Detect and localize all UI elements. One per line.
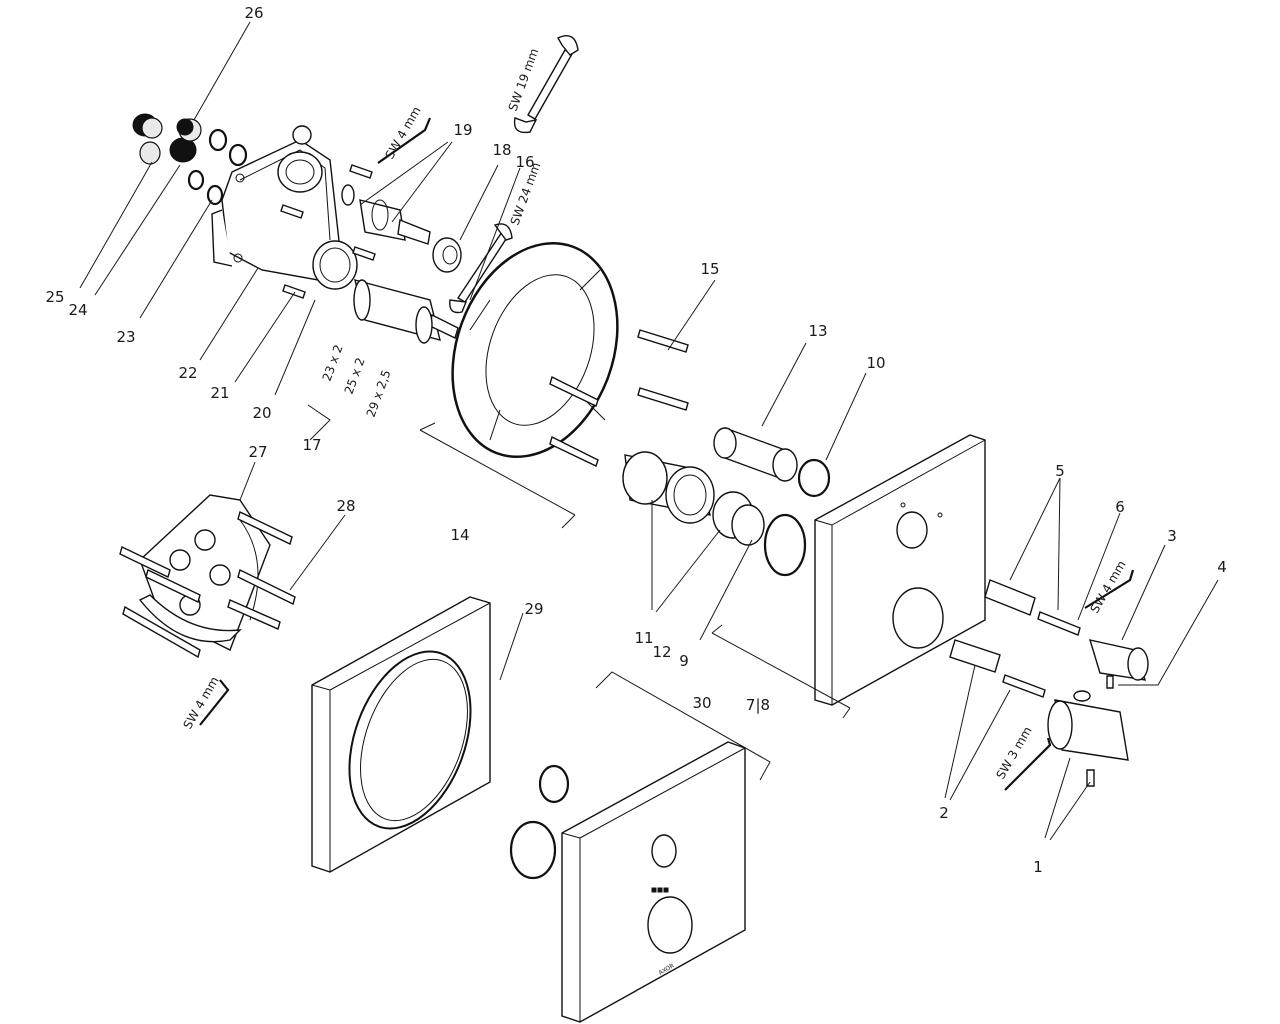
tool-label-sw3: SW 3 mm bbox=[993, 724, 1034, 781]
label-30: 30 bbox=[692, 694, 711, 712]
check-valves bbox=[132, 113, 202, 165]
label-28: 28 bbox=[336, 497, 355, 515]
tool-label-sw4-top: SW 4 mm bbox=[382, 104, 423, 161]
label-21: 21 bbox=[210, 384, 229, 402]
handle-3 bbox=[1088, 639, 1149, 681]
o-rings-cluster bbox=[187, 128, 248, 206]
o-ring-size-25: 25 x 2 bbox=[342, 356, 368, 396]
screws-15 bbox=[549, 329, 689, 467]
label-14: 14 bbox=[450, 526, 469, 544]
label-5: 5 bbox=[1055, 462, 1065, 480]
label-3: 3 bbox=[1167, 527, 1177, 545]
o-ring-30a bbox=[538, 764, 570, 804]
label-1: 1 bbox=[1033, 858, 1043, 876]
label-27: 27 bbox=[248, 443, 267, 461]
tool-label-sw4-right: SW 4 mm bbox=[1087, 558, 1128, 615]
screw-6 bbox=[1002, 611, 1081, 698]
body-screws bbox=[280, 164, 376, 299]
screws-28 bbox=[119, 511, 296, 659]
allen-key-sw3 bbox=[1004, 737, 1052, 791]
label-20: 20 bbox=[252, 404, 271, 422]
label-9: 9 bbox=[679, 652, 689, 670]
label-15: 15 bbox=[700, 260, 719, 278]
o-ring-10 bbox=[797, 458, 831, 498]
thermostat-cartridge bbox=[353, 279, 459, 344]
cover-plate-7-8 bbox=[814, 434, 986, 706]
allen-key-left bbox=[199, 679, 230, 726]
label-17: 17 bbox=[302, 436, 321, 454]
mounting-ring bbox=[451, 241, 619, 459]
label-24: 24 bbox=[68, 301, 87, 319]
label-25: 25 bbox=[45, 288, 64, 306]
label-19: 19 bbox=[453, 121, 472, 139]
o-ring-size-labels: 23 x 2 25 x 2 29 x 2,5 bbox=[320, 343, 394, 419]
label-26: 26 bbox=[244, 4, 263, 22]
part-labels: 26 25 24 23 22 21 20 17 19 18 16 15 13 1… bbox=[45, 4, 1226, 876]
plate-29 bbox=[311, 596, 491, 873]
o-ring-30b bbox=[509, 820, 557, 880]
label-2: 2 bbox=[939, 804, 949, 822]
o-ring-size-23: 23 x 2 bbox=[320, 343, 346, 383]
wrench-sw19 bbox=[513, 35, 579, 134]
allen-key-top bbox=[377, 117, 432, 164]
label-7-8: 7|8 bbox=[746, 696, 770, 714]
handle-1 bbox=[1047, 690, 1129, 761]
grub-screw-1 bbox=[1086, 769, 1095, 787]
cartridge-19 bbox=[359, 199, 431, 245]
plate-30 bbox=[561, 741, 746, 1023]
o-ring-size-29: 29 x 2,5 bbox=[364, 368, 394, 419]
grub-screw-4 bbox=[1106, 675, 1114, 689]
adapter-12 bbox=[712, 491, 765, 546]
allen-key-right bbox=[1084, 569, 1135, 609]
label-16: 16 bbox=[515, 153, 534, 171]
label-10: 10 bbox=[866, 354, 885, 372]
leader-lines bbox=[79, 21, 1219, 841]
label-6: 6 bbox=[1115, 498, 1125, 516]
label-11: 11 bbox=[634, 629, 653, 647]
sleeve-13 bbox=[713, 426, 798, 482]
label-18: 18 bbox=[492, 141, 511, 159]
sleeve-11 bbox=[622, 451, 715, 524]
tool-label-sw24: SW 24 mm bbox=[508, 160, 544, 227]
label-4: 4 bbox=[1217, 558, 1227, 576]
o-ring-9 bbox=[763, 513, 807, 577]
nut-18 bbox=[432, 237, 462, 273]
spindle-5 bbox=[949, 579, 1036, 673]
label-12: 12 bbox=[652, 643, 671, 661]
label-13: 13 bbox=[808, 322, 827, 340]
label-23: 23 bbox=[116, 328, 135, 346]
label-22: 22 bbox=[178, 364, 197, 382]
label-29: 29 bbox=[524, 600, 543, 618]
